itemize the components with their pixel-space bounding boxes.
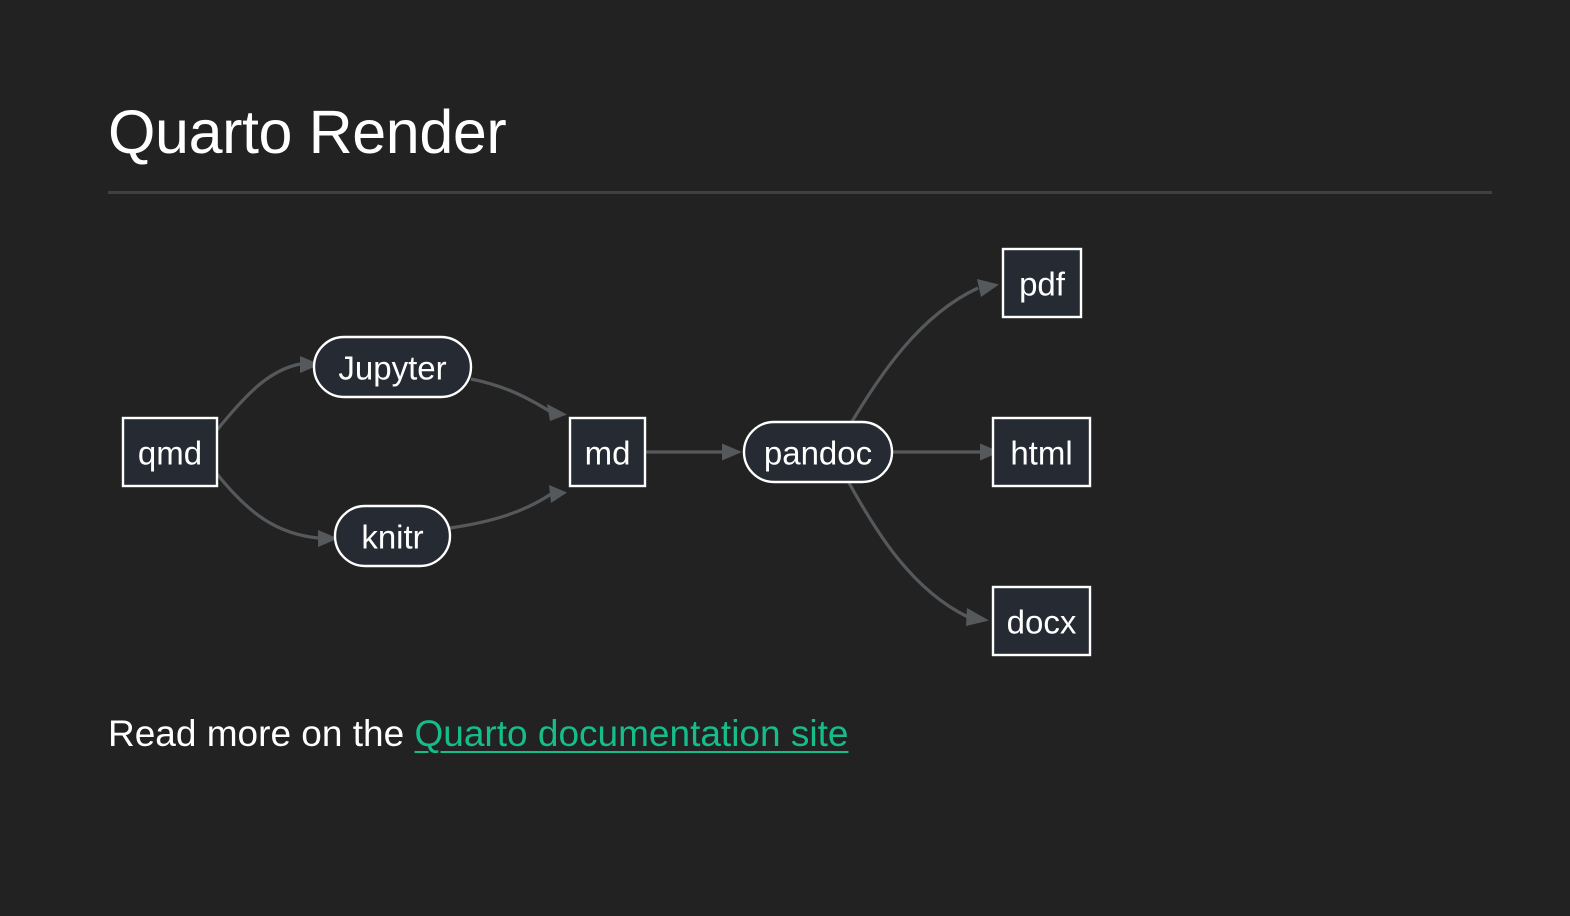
footer-lead-text: Read more on the [108, 713, 415, 754]
node-md[interactable]: md [568, 416, 647, 488]
edge-pandoc-html [892, 443, 1000, 461]
edge-md-pandoc [645, 443, 742, 461]
node-jupyter-label: Jupyter [338, 350, 446, 387]
edge-pandoc-docx [846, 480, 989, 626]
node-qmd-label: qmd [138, 435, 202, 472]
node-layer: qmd Jupyter knitr md [121, 247, 1092, 657]
node-html-label: html [1010, 435, 1072, 472]
node-knitr[interactable]: knitr [333, 504, 452, 568]
node-pandoc-label: pandoc [764, 435, 872, 472]
node-docx-label: docx [1007, 604, 1077, 641]
title-divider [108, 191, 1492, 194]
edge-qmd-jupyter [215, 356, 320, 432]
node-md-label: md [585, 435, 631, 472]
edge-knitr-md [449, 485, 567, 530]
node-pdf-label: pdf [1019, 266, 1066, 303]
edge-jupyter-md [470, 377, 567, 421]
edge-qmd-knitr [215, 472, 338, 547]
page-title: Quarto Render [108, 98, 507, 166]
edge-layer [215, 279, 1000, 626]
footer-paragraph: Read more on the Quarto documentation si… [108, 709, 848, 759]
node-qmd[interactable]: qmd [121, 416, 219, 488]
node-docx[interactable]: docx [991, 585, 1092, 657]
node-pdf[interactable]: pdf [1001, 247, 1083, 319]
quarto-documentation-link[interactable]: Quarto documentation site [414, 713, 849, 754]
node-html[interactable]: html [991, 416, 1092, 488]
node-knitr-label: knitr [361, 519, 423, 556]
slide-header: Quarto Render [108, 98, 1492, 166]
node-pandoc[interactable]: pandoc [742, 420, 894, 484]
edge-pandoc-pdf [849, 279, 999, 424]
node-jupyter[interactable]: Jupyter [312, 335, 473, 399]
